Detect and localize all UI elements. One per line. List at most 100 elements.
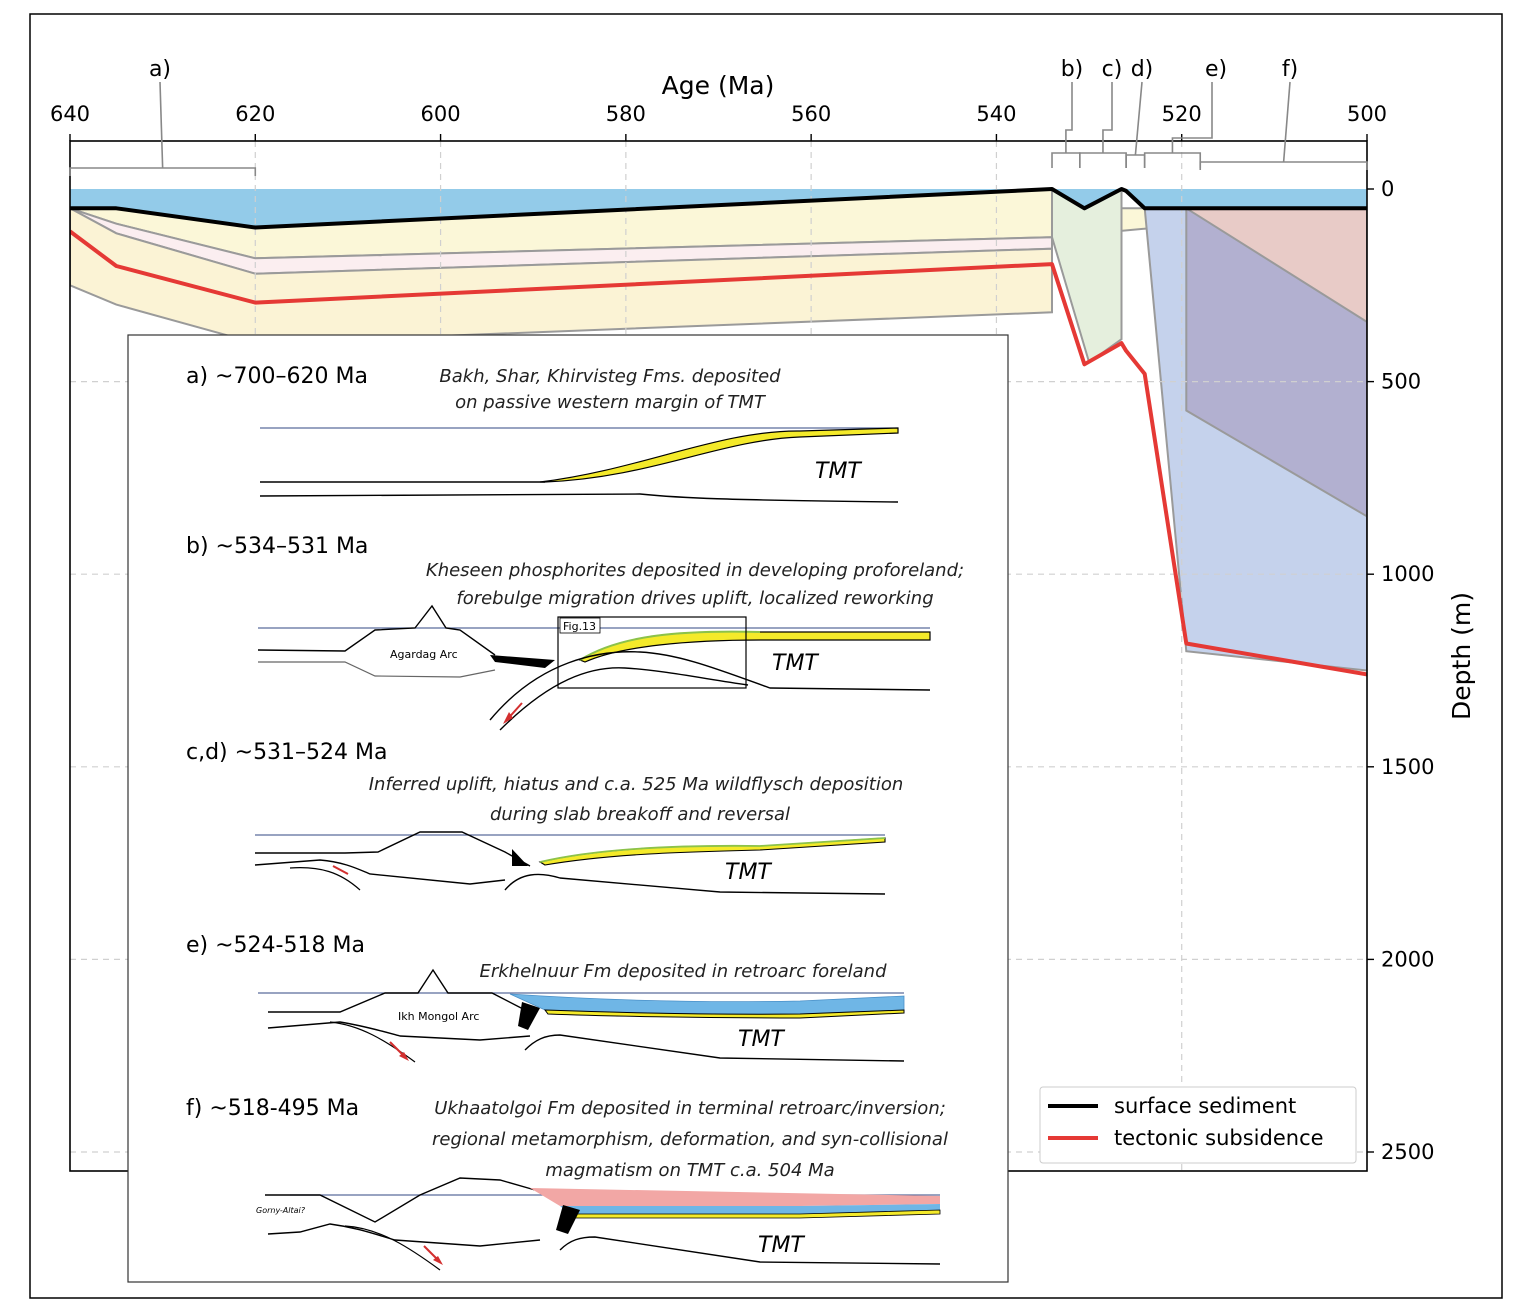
panel-b-title: b) ~534–531 Ma [186,534,368,559]
erkhelnuur-layer [560,1204,940,1214]
legend: surface sediment tectonic subsidence [1039,1086,1357,1164]
panel-b-desc-2: forebulge migration drives uplift, local… [456,588,933,609]
panel-f-tmt: TMT [758,1233,805,1258]
x-axis-label: Age (Ma) [662,71,775,100]
panel-b: b) ~534–531 Ma Kheseen phosphorites depo… [186,534,964,731]
interval-leader-2 [1102,82,1113,153]
x-tick-label-580: 580 [606,102,646,126]
y-axis: 0 500 1000 1500 2000 2500 [1367,177,1434,1164]
interval-bracket-5 [1199,161,1368,170]
slab [329,1021,416,1063]
x-tick-label-520: 520 [1162,102,1202,126]
panel-b-desc-1: Kheseen phosphorites deposited in develo… [426,560,964,581]
water-layer [70,189,1367,228]
gorny-altai-label: Gorny-Altai? [256,1206,306,1215]
x-tick-label-600: 600 [421,102,461,126]
x-tick-label-560: 560 [791,102,831,126]
y-tick-label-1000: 1000 [1381,562,1434,586]
panel-e-desc-1: Erkhelnuur Fm deposited in retroarc fore… [479,961,887,982]
legend-tectonic-subsidence: tectonic subsidence [1114,1126,1324,1150]
interval-leader-1 [1065,82,1073,153]
y-tick-label-2500: 2500 [1381,1140,1434,1164]
y-tick-label-500: 500 [1381,370,1421,394]
interval-brackets: a) b) c) d) e) f) [69,57,1368,176]
agardag-arc-label: Agardag Arc [390,648,458,661]
interval-label-1: b) [1061,57,1084,82]
panel-f-desc-2: regional metamorphism, deformation, and … [432,1129,948,1150]
interval-label-0: a) [149,57,171,82]
sediment-wedge [539,427,899,483]
fig13-label: Fig.13 [563,620,596,633]
crust-base [504,873,886,895]
arc-profile [255,831,531,867]
subduction-arrowhead [433,1256,443,1265]
interval-leader-0 [159,81,164,169]
crust-base [259,493,899,503]
panel-cd: c,d) ~531–524 Ma Inferred uplift, hiatus… [186,740,904,895]
x-axis: 640 620 600 580 560 540 520 500 [50,102,1387,141]
slab [344,1225,441,1271]
trench-fill [490,655,555,668]
series-line-surface-sediment [70,187,1367,230]
orogen-base [267,1223,541,1247]
layer-fill-2 [70,207,1053,345]
breakoff-arrow [332,865,349,875]
broken-slab [289,867,361,891]
orogen-profile [265,1177,536,1223]
panel-f-desc-3: magmatism on TMT c.a. 504 Ma [545,1160,834,1181]
sediment-layer [543,1009,905,1019]
panel-cd-tmt: TMT [725,860,772,885]
panel-a-title: a) ~700–620 Ma [186,364,368,389]
y-axis-label: Depth (m) [1447,592,1476,720]
x-tick-label-500: 500 [1347,102,1387,126]
interval-label-2: c) [1102,57,1123,82]
series-line-tectonic-subsidence [70,229,1367,677]
panel-cd-desc-2: during slab breakoff and reversal [490,804,790,825]
panel-f-desc-1: Ukhaatolgoi Fm deposited in terminal ret… [434,1098,946,1119]
phosphorite-top [579,630,761,661]
interval-bracket-0 [69,167,257,176]
arc-base [254,859,506,885]
interval-bracket-3 [1125,154,1146,168]
figure-frame [29,13,1503,1299]
interval-leader-4 [1171,82,1213,153]
y-tick-label-2000: 2000 [1381,947,1434,971]
subduction-arrowhead [503,712,513,724]
interval-bracket-2 [1079,152,1127,168]
arc-base [267,1021,531,1041]
panel-cd-desc-1: Inferred uplift, hiatus and c.a. 525 Ma … [369,774,904,795]
panel-e-title: e) ~524-518 Ma [186,933,365,958]
legend-surface-sediment: surface sediment [1114,1094,1296,1118]
agardag-arc [257,604,496,656]
panel-a-desc-1: Bakh, Shar, Khirvisteg Fms. deposited [439,366,781,387]
slab-lower [499,667,749,731]
ikh-mongol-arc-label: Ikh Mongol Arc [398,1010,479,1023]
x-tick-label-620: 620 [235,102,275,126]
panel-a-tmt: TMT [815,459,862,484]
arc-base [258,661,496,678]
interval-label-5: f) [1282,57,1298,82]
slab-upper [489,651,931,721]
interval-bracket-4 [1143,152,1202,168]
panel-e-tmt: TMT [738,1027,785,1052]
wildflysch [512,849,528,866]
y-tick-label-1500: 1500 [1381,755,1434,779]
interval-label-3: d) [1131,57,1154,82]
x-tick-label-640: 640 [50,102,90,126]
panel-a-desc-2: on passive western margin of TMT [455,392,767,413]
ukhaatolgoi-fm [530,1188,940,1206]
y-tick-label-0: 0 [1381,177,1394,201]
x-tick-label-540: 540 [976,102,1016,126]
panel-b-tmt: TMT [772,651,819,676]
inset-panel: a) ~700–620 Ma Bakh, Shar, Khirvisteg Fm… [127,334,1009,1283]
fig13-box [557,616,747,689]
trench-fill [518,1002,540,1030]
interval-leader-3 [1134,81,1143,156]
legend-box [1039,1086,1357,1164]
interval-leader-5 [1282,81,1291,163]
interval-label-4: e) [1205,57,1227,82]
sediment-top [539,837,886,863]
panel-a: a) ~700–620 Ma Bakh, Shar, Khirvisteg Fm… [186,364,899,503]
ikh-mongol-arc [268,968,526,1013]
subduction-arrowhead [399,1052,409,1061]
